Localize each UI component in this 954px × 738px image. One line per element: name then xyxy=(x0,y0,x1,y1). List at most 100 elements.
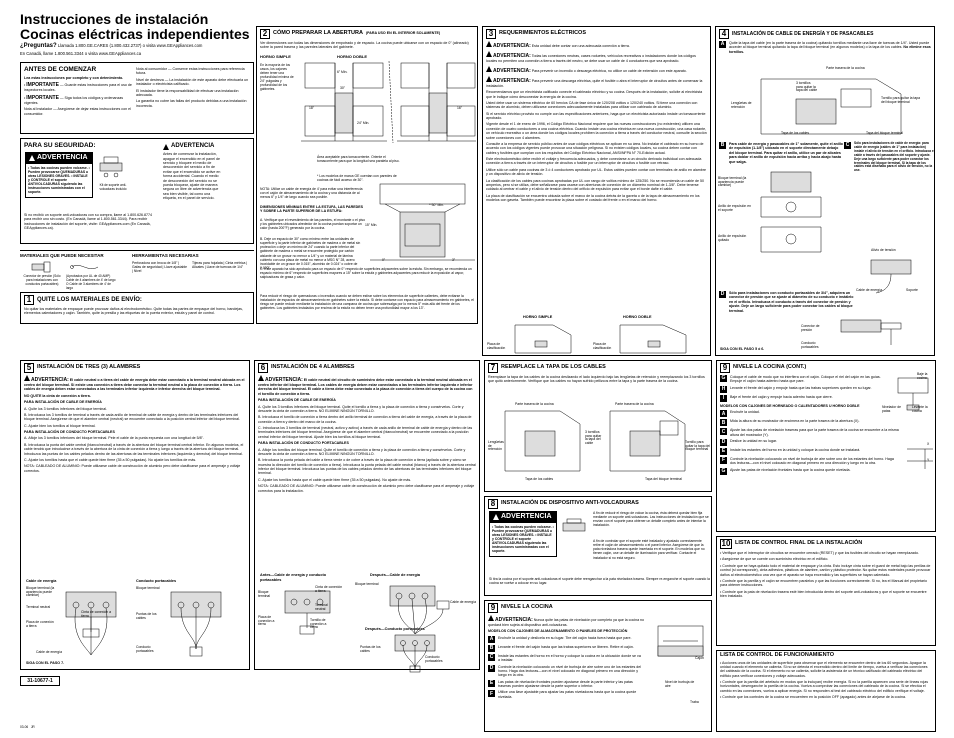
step6-c: C. Introduzca los 3 tornillos de termina… xyxy=(258,426,473,439)
antes-skill: Nivel de destreza — La instalación de es… xyxy=(136,77,249,87)
step7-number: 7 xyxy=(488,363,498,373)
step4-header: 4 INSTALACIÓN DE CABLE DE ENERGÍA Y DE P… xyxy=(719,29,931,39)
step6-diagram2-title: Después—Cable de energía xyxy=(370,573,421,577)
step2-section: 2 CÓMO PREPARAR LA ABERTURA (PARA USO EN… xyxy=(256,26,478,324)
step2-footer: Para reducir el riesgo de quemaduras o i… xyxy=(260,294,474,311)
drawer-level-diagram xyxy=(657,625,704,657)
step3-p6: Este electrodoméstico debe recibir el vo… xyxy=(486,157,702,166)
step10-items: • Verifique que el interruptor de circui… xyxy=(717,551,935,598)
single-oven-rating-plate-diagram xyxy=(514,324,572,354)
footer-code: JR xyxy=(30,725,35,729)
step6-cc: C. Ajuste los tornillos hasta que el cab… xyxy=(258,477,412,482)
funcionamiento-section: LISTA DE CONTROL DE FUNCIONAMIENTO • Acc… xyxy=(716,650,936,732)
label-range-rear: Parte trasera de la cocina xyxy=(826,66,865,70)
step4-heading: INSTALACIÓN DE CABLE DE ENERGÍA Y DE PAS… xyxy=(732,30,874,37)
three-wire-conduit-diagram xyxy=(170,591,222,657)
step3-double-oven-label: HORNO DOBLE xyxy=(623,315,652,319)
label-conduit: Conducto portacables xyxy=(425,655,443,663)
questions-text: Llamada 1.800.GE.CARES (1.800.432.2737) … xyxy=(57,43,203,49)
step8-warning-header: ADVERTENCIA xyxy=(490,512,556,523)
item-text: Ajuste las dos patas de nivelación trase… xyxy=(730,428,899,437)
antes-imp2: • IMPORTANTE — Siga todos los códigos y … xyxy=(24,94,124,105)
step1-header: 1 QUITE LOS MATERIALES DE ENVÍO: xyxy=(24,295,250,305)
step3-p4: Vigente desde el 1 de enero de 1996, el … xyxy=(486,122,707,140)
label-y: Y xyxy=(927,458,930,462)
shutoff-warning: ADVERTENCIA Antes de comenzar la instala… xyxy=(163,143,251,200)
item-letter: E xyxy=(488,679,495,687)
step2-item-a: A. Verifique que el revestimiento de las… xyxy=(260,218,365,231)
material-pressure-connector: Conector de presión (Sólo para instalaci… xyxy=(23,274,61,286)
doc-number: 31-10677-1 xyxy=(20,676,60,686)
page-title: Instrucciones de instalación xyxy=(20,11,209,27)
step2-number: 2 xyxy=(260,29,270,39)
seguridad-footer: Si no recibió un soporte anti-volcaduras… xyxy=(24,213,153,231)
item-letter: B xyxy=(488,644,495,652)
label-wire-ends: Puntas de los cables xyxy=(360,645,381,653)
warning-icon xyxy=(486,75,492,82)
step3-adv4: ADVERTENCIA: Para prevenir una descarga … xyxy=(486,75,707,88)
shutoff-warning-text: Antes de comenzar la instalación, apague… xyxy=(163,152,221,201)
step3-p3: Si el servicio eléctrico provisto no cum… xyxy=(486,111,706,120)
label-ground-strap: Cinta de conexión a tierra xyxy=(315,585,343,593)
step2-dims-heading: DIMENSIONES MÍNIMAS ENTRE LA ESTUFA, LAS… xyxy=(260,205,364,214)
item-text: Instale las estantes del horno en el hor… xyxy=(498,653,641,663)
warning-icon xyxy=(24,375,30,381)
step3-adv2-label: ADVERTENCIA: xyxy=(493,53,531,60)
item-text: Baje el frente del cajón y empuje hacia … xyxy=(730,394,833,399)
rating-plate-label-2: Placa de clasificación xyxy=(593,342,612,350)
step6-nota: NOTA: CABLEADO DE ALUMINIO: Puede utiliz… xyxy=(258,484,475,493)
step3-p5: Consulte a la empresa de servicio públic… xyxy=(486,141,704,155)
step3-p9: La placa de clasificación se encuentra u… xyxy=(486,193,700,202)
step3-p1: Recomendamos que un electricista calific… xyxy=(486,90,703,99)
step3-single-oven-label: HORNO SIMPLE xyxy=(523,315,553,319)
step5-adv-text: El cable neutral o a tierra del cable de… xyxy=(24,378,245,392)
seguridad-heading: PARA SU SEGURIDAD: xyxy=(24,142,96,149)
tools-col1: Perforadora con broca de 1/8" | Gafas de… xyxy=(132,261,187,274)
seguridad-section: PARA SU SEGURIDAD: ADVERTENCIA • Todas l… xyxy=(20,138,254,244)
step8-header: 8 INSTALACIÓN DE DISPOSITIVO ANTI-VOLCAD… xyxy=(488,499,708,509)
step4-section: 4 INSTALACIÓN DE CABLE DE ENERGÍA Y DE P… xyxy=(715,26,935,356)
step9-adv: ADVERTENCIA: Nunca quite las patas de ni… xyxy=(488,615,648,627)
step2-stars-note: * Los modelos de marca GE cuentan con pa… xyxy=(317,174,397,183)
step3-heading: REQUERIMIENTOS ELÉCTRICOS xyxy=(499,30,586,37)
imp1-text: — Guarde estas instrucciones para el uso… xyxy=(24,83,132,93)
step8-text2: A fin de controlar que el soporte esté i… xyxy=(593,539,705,560)
step6-heading: INSTALACIÓN DE 4 ALAMBRES xyxy=(271,364,355,371)
step2-heading: CÓMO PREPARAR LA ABERTURA xyxy=(273,30,363,37)
step4-b-text: Para cable de energía y pasacables de 1"… xyxy=(729,142,843,164)
step5-siga: SIGA CON EL PASO 7. xyxy=(26,661,65,665)
label-three-screws: 3 tornillos para quitar la tapa del cabl… xyxy=(796,81,818,93)
step3-p7: Utilice sólo un cable para cocinas de 3 … xyxy=(486,167,706,177)
step2-heading-small: (PARA USO EN EL INTERIOR SOLAMENTE) xyxy=(365,31,441,36)
questions-label: ¿Preguntas? xyxy=(20,43,57,50)
checklist-item: • Controle que los controles de la cocin… xyxy=(720,695,907,700)
step8-number: 8 xyxy=(488,499,498,509)
warning-icon xyxy=(258,375,264,381)
tip-warning-box: ADVERTENCIA • Todas las cocinas pueden v… xyxy=(25,152,93,198)
step8-text3: Si tira la cocina por el soporte anti-vo… xyxy=(489,577,710,586)
step2-double-oven-label: HORNO DOBLE xyxy=(337,54,367,59)
label-power-cord: Cable de energía xyxy=(856,288,883,292)
step1-section: 1 QUITE LOS MATERIALES DE ENVÍO: No quit… xyxy=(20,292,254,324)
label-bubble-level: Nivel de burbuja de aire xyxy=(665,680,695,688)
step3-p8: La clasificación de los cables para coci… xyxy=(486,178,705,192)
step3-adv3: ADVERTENCIA: Para prevenir un incendio o… xyxy=(486,65,707,74)
item-letter: D xyxy=(488,664,495,672)
dim-15-min: 15" Min. xyxy=(365,223,378,227)
step2-note1: En la mayoría de los casos, los cajones … xyxy=(260,63,294,92)
step7-text: Reemplace la tapa de los cables de la co… xyxy=(488,375,705,384)
warning-icon xyxy=(486,65,492,72)
letter-c: C xyxy=(844,142,851,149)
item-letter: E xyxy=(720,447,727,455)
label-terminal-cover: Tapa del bloque terminal xyxy=(645,477,682,481)
step5-b: B. Introduzca los 3 tornillos de termina… xyxy=(24,412,240,422)
step6-conduit-heading: PARA INSTALACIÓN DE CONDUCTO PORTACABLES xyxy=(258,441,349,446)
